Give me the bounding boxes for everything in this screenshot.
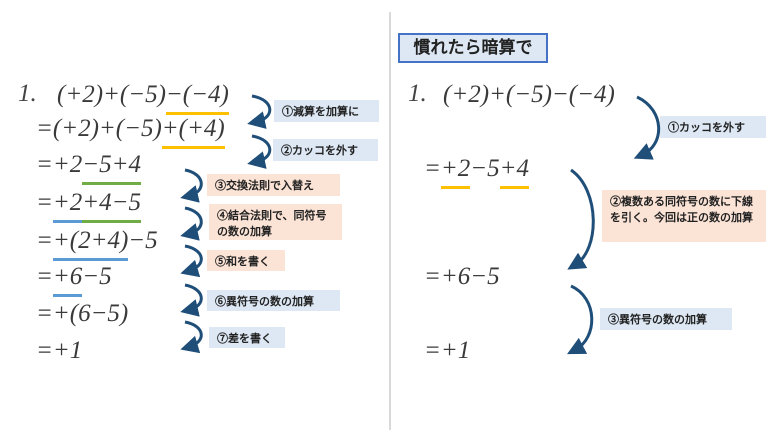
expression-term: −5: [470, 155, 500, 182]
left-note-3: ③交換法則で入替え: [207, 174, 340, 196]
expression-term: (+2)+(−5): [57, 81, 166, 108]
left-note-5: ⑤和を書く: [207, 250, 285, 271]
arrow-icon: [180, 244, 203, 278]
arrow-icon: [567, 284, 594, 355]
expression-term: =+1: [36, 337, 83, 364]
right-line-4: =+1: [424, 336, 470, 371]
underlined-term: +2: [440, 154, 471, 189]
expression-term: =: [36, 263, 53, 290]
left-problem-number: 1.: [18, 80, 37, 107]
expression-term: =+2: [36, 151, 83, 178]
left-line-5: =+(2+4)−5: [36, 226, 158, 261]
underlined-term: −5+4: [82, 150, 141, 185]
column-divider: [389, 12, 391, 430]
underlined-term: +2: [52, 188, 83, 223]
left-line-6: =+6−5: [36, 262, 112, 297]
right-line-1: (+2)+(−5)−(−4): [443, 80, 615, 115]
left-line-8: =+1: [36, 336, 82, 371]
right-line-2: =+2−5+4: [424, 154, 529, 189]
expression-term: =+(6−5): [36, 300, 129, 327]
right-note-2: ②複数ある同符号の数に下線を引く。今回は正の数の加算: [602, 190, 766, 242]
arrow-icon: [180, 320, 203, 354]
left-note-4: ④結合法則で、同符号の数の加算: [209, 204, 342, 240]
arrow-icon: [180, 283, 203, 317]
underlined-term: +6: [52, 262, 83, 297]
underlined-term: +(2+4): [52, 226, 129, 261]
expression-term: −5: [128, 227, 158, 254]
underlined-term: −(−4): [165, 80, 229, 115]
expression-term: −5: [82, 263, 112, 290]
expression-term: =+6−5: [424, 263, 500, 290]
arrow-icon: [633, 95, 661, 160]
expression-term: =: [36, 189, 53, 216]
arrow-icon: [247, 134, 272, 169]
title-mental-math: 慣れたら暗算で: [398, 33, 548, 63]
left-note-6: ⑥異符号の数の加算: [207, 290, 340, 311]
expression-term: =: [424, 155, 441, 182]
left-line-4: =+2+4−5: [36, 188, 141, 223]
expression-term: =: [36, 227, 53, 254]
underlined-term: +4: [499, 154, 529, 189]
left-line-7: =+(6−5): [36, 299, 128, 334]
left-note-1: ①減算を加算に: [274, 100, 379, 122]
expression-term: =(+2)+(−5): [36, 115, 162, 142]
arrow-icon: [247, 94, 272, 129]
expression-term: (+2)+(−5)−(−4): [443, 81, 615, 108]
underlined-term: +(+4): [161, 114, 225, 149]
right-line-3: =+6−5: [424, 262, 500, 297]
arrow-icon: [567, 168, 595, 270]
right-note-1: ①カッコを外す: [660, 116, 766, 138]
right-note-3: ③異符号の数の加算: [600, 308, 732, 330]
left-note-2: ②カッコを外す: [273, 139, 378, 161]
left-line-1: (+2)+(−5)−(−4): [57, 80, 229, 115]
arrow-icon: [180, 168, 203, 203]
left-line-2: =(+2)+(−5)+(+4): [36, 114, 225, 149]
left-line-3: =+2−5+4: [36, 150, 141, 185]
left-note-7: ⑦差を書く: [209, 327, 285, 348]
expression-term: =+1: [424, 337, 471, 364]
arrow-icon: [180, 206, 203, 241]
underlined-term: +4−5: [82, 188, 141, 223]
right-problem-number: 1.: [408, 80, 427, 107]
